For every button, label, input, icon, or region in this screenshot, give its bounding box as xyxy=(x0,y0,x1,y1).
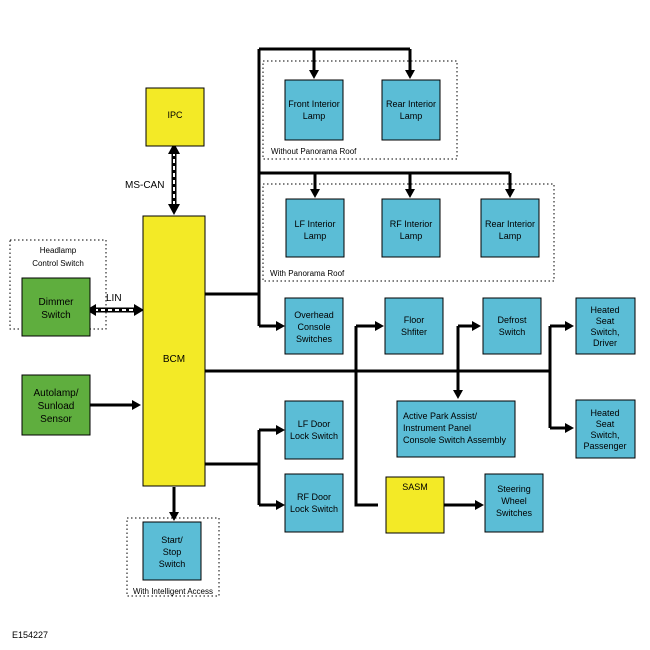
bcm-module: BCM xyxy=(142,215,206,487)
with-panorama-label: With Panorama Roof xyxy=(270,269,345,278)
svg-text:Lamp: Lamp xyxy=(400,111,423,121)
rf-door-lock-switch-module: RF Door Lock Switch xyxy=(284,473,344,533)
overhead-console-switches-module: Overhead Console Switches xyxy=(284,297,344,355)
svg-text:Passenger: Passenger xyxy=(583,441,626,451)
svg-text:BCM: BCM xyxy=(163,354,185,365)
autolamp-sensor-module: Autolamp/ Sunload Sensor xyxy=(21,374,91,436)
svg-text:Sensor: Sensor xyxy=(40,414,72,425)
defrost-switch-module: Defrost Switch xyxy=(482,297,542,355)
svg-text:Switch: Switch xyxy=(499,327,526,337)
svg-text:SASM: SASM xyxy=(402,482,428,492)
svg-text:Stop: Stop xyxy=(163,547,182,557)
svg-text:Switches: Switches xyxy=(296,334,333,344)
svg-text:Sunload: Sunload xyxy=(38,401,75,412)
svg-text:Start/: Start/ xyxy=(161,535,183,545)
headlamp-control-label-2: Control Switch xyxy=(32,259,84,268)
svg-text:Wheel: Wheel xyxy=(501,496,527,506)
svg-text:Switches: Switches xyxy=(496,508,533,518)
svg-text:Autolamp/: Autolamp/ xyxy=(33,388,78,399)
svg-text:Dimmer: Dimmer xyxy=(39,297,75,308)
headlamp-control-label-1: Headlamp xyxy=(40,246,77,255)
svg-text:Steering: Steering xyxy=(497,484,531,494)
svg-text:Lamp: Lamp xyxy=(400,231,423,241)
svg-text:Lamp: Lamp xyxy=(304,231,327,241)
svg-text:LF Door: LF Door xyxy=(298,419,331,429)
svg-text:Switch: Switch xyxy=(41,310,70,321)
start-stop-switch-module: Start/ Stop Switch xyxy=(142,521,202,581)
svg-text:Lock Switch: Lock Switch xyxy=(290,504,338,514)
without-panorama-label: Without Panorama Roof xyxy=(271,147,357,156)
svg-text:Overhead: Overhead xyxy=(294,310,334,320)
svg-text:Floor: Floor xyxy=(404,315,425,325)
dimmer-switch-module: Dimmer Switch xyxy=(21,277,91,337)
svg-text:RF Interior: RF Interior xyxy=(390,219,433,229)
svg-text:Lamp: Lamp xyxy=(499,231,522,241)
connection-lines xyxy=(90,47,568,515)
without-panorama-group xyxy=(262,60,458,160)
svg-text:Active Park Assist/: Active Park Assist/ xyxy=(403,411,478,421)
heated-seat-passenger-module: Heated Seat Switch, Passenger xyxy=(575,399,636,459)
svg-text:Rear Interior: Rear Interior xyxy=(485,219,535,229)
svg-text:Front Interior: Front Interior xyxy=(288,99,340,109)
svg-text:Rear Interior: Rear Interior xyxy=(386,99,436,109)
rear-interior-lamp-mid-module: Rear Interior Lamp xyxy=(480,198,540,258)
svg-text:Switch,: Switch, xyxy=(590,327,619,337)
svg-text:Console: Console xyxy=(297,322,330,332)
svg-text:Shfiter: Shfiter xyxy=(401,327,427,337)
front-interior-lamp-module: Front Interior Lamp xyxy=(284,79,344,141)
lin-link xyxy=(86,304,144,316)
sasm-module: SASM xyxy=(385,476,445,534)
floor-shifter-module: Floor Shfiter xyxy=(384,297,444,355)
svg-text:Lamp: Lamp xyxy=(303,111,326,121)
svg-text:Defrost: Defrost xyxy=(497,315,527,325)
ms-can-label: MS-CAN xyxy=(125,180,164,191)
lin-label: LIN xyxy=(106,293,122,304)
ipc-module: IPC xyxy=(145,87,205,147)
rf-interior-lamp-module: RF Interior Lamp xyxy=(381,198,441,258)
rear-interior-lamp-top-module: Rear Interior Lamp xyxy=(381,79,441,141)
steering-wheel-switches-module: Steering Wheel Switches xyxy=(484,473,544,533)
svg-text:Heated: Heated xyxy=(590,408,619,418)
active-park-assist-module: Active Park Assist/ Instrument Panel Con… xyxy=(396,400,516,458)
figure-reference: E154227 xyxy=(12,630,48,640)
heated-seat-driver-module: Heated Seat Switch, Driver xyxy=(575,297,636,355)
svg-text:Switch: Switch xyxy=(159,559,186,569)
svg-text:Heated: Heated xyxy=(590,305,619,315)
svg-text:Switch,: Switch, xyxy=(590,430,619,440)
lf-door-lock-switch-module: LF Door Lock Switch xyxy=(284,400,344,460)
ms-can-link xyxy=(168,143,180,215)
svg-text:IPC: IPC xyxy=(167,110,183,120)
lf-interior-lamp-module: LF Interior Lamp xyxy=(285,198,345,258)
svg-text:Seat: Seat xyxy=(596,316,615,326)
svg-text:Lock Switch: Lock Switch xyxy=(290,431,338,441)
svg-text:RF Door: RF Door xyxy=(297,492,331,502)
intelligent-access-group xyxy=(126,517,220,597)
svg-text:Console Switch Assembly: Console Switch Assembly xyxy=(403,435,507,445)
arrowheads xyxy=(132,70,574,521)
intelligent-access-label: With Intelligent Access xyxy=(133,587,213,596)
svg-text:Driver: Driver xyxy=(593,338,617,348)
svg-text:Instrument Panel: Instrument Panel xyxy=(403,423,471,433)
svg-text:LF Interior: LF Interior xyxy=(294,219,335,229)
svg-text:Seat: Seat xyxy=(596,419,615,429)
